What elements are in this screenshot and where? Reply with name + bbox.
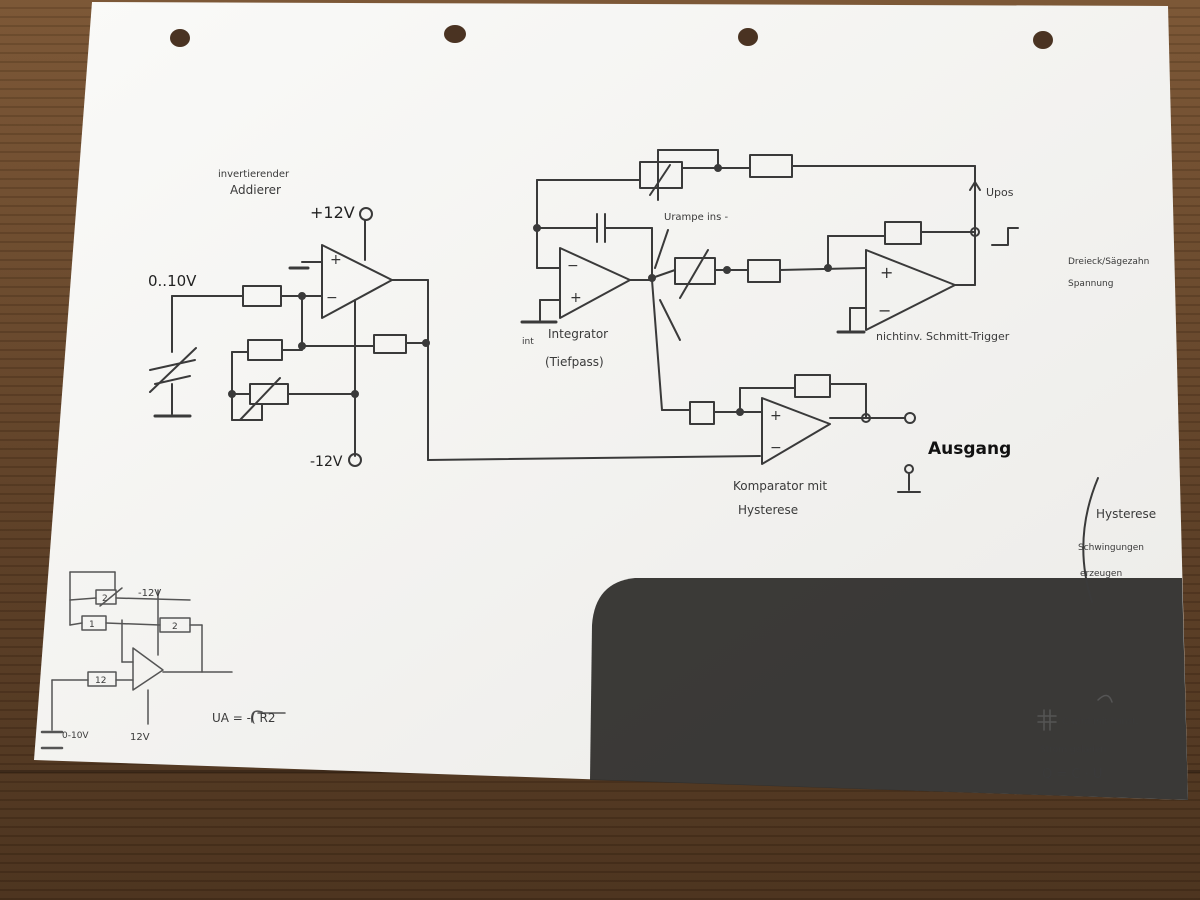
svg-text:+: +	[880, 263, 893, 282]
svg-text:+: +	[570, 290, 582, 306]
hysterese-note-1: Hysterese	[1096, 507, 1156, 521]
schematic-ink	[40, 149, 1113, 750]
dreieck-label-2: Spannung	[1068, 279, 1113, 289]
ausgang-label: Ausgang	[928, 439, 1011, 459]
opamp-adder-symbol	[321, 244, 393, 319]
dreieck-label-1: Dreieck/Sägezahn	[1068, 257, 1149, 267]
cap-note-1: C wird mit Konst.	[1062, 717, 1139, 727]
cap-note-symbol	[1037, 694, 1113, 731]
schmitt-label: nichtinv. Schmitt-Trigger	[876, 330, 1010, 343]
svg-text:+: +	[770, 408, 782, 424]
svg-text:−: −	[326, 290, 338, 306]
hysterese-note-2: Schwingungen	[1078, 543, 1144, 553]
small-sketch	[40, 571, 286, 750]
upos-label: Upos	[986, 186, 1014, 199]
small-r1-label: 1	[89, 620, 95, 630]
small-neg12-label: -12V	[138, 588, 161, 599]
small-formula: UA = -( R2	[212, 711, 275, 725]
labels: invertierender Addierer +12V -12V 0..10V…	[62, 169, 1156, 782]
urampe-label: Urampe ins -	[664, 212, 728, 223]
svg-text:+: +	[330, 252, 342, 268]
opamp-signs: + − − + + − + −	[326, 252, 893, 456]
small-range-label: 0-10V	[62, 731, 89, 741]
tiefpass-label: (Tiefpass)	[545, 355, 604, 369]
adder-title-line2: Addierer	[230, 183, 281, 197]
input-range-label: 0..10V	[148, 272, 197, 290]
opamp-integrator-symbol	[559, 247, 631, 319]
hand-shadow	[590, 578, 1188, 800]
cap-note-3: Q = C · U	[1042, 767, 1102, 782]
opamp-comparator-symbol	[761, 397, 831, 465]
svg-text:−: −	[770, 440, 782, 456]
komparator-label-1: Komparator mit	[733, 479, 827, 493]
int-label: int	[522, 337, 534, 347]
small-r2-label: 2	[102, 594, 108, 604]
small-rin-label: 12	[95, 676, 106, 686]
opamp-schmitt-symbol	[865, 249, 956, 331]
komparator-label-2: Hysterese	[738, 503, 798, 517]
svg-text:−: −	[878, 301, 891, 320]
small-r2b-label: 2	[172, 622, 178, 632]
integrator-label: Integrator	[548, 327, 608, 341]
punch-holes	[170, 25, 1053, 49]
hysterese-note-3: erzeugen	[1080, 569, 1122, 579]
cap-note-2: Strom geladen	[1040, 745, 1106, 755]
small-12-label: 12V	[130, 732, 150, 743]
supply-neg-label: -12V	[310, 454, 343, 470]
svg-text:−: −	[567, 258, 579, 274]
supply-pos-label: +12V	[310, 203, 355, 222]
adder-title-line1: invertierender	[218, 169, 290, 180]
